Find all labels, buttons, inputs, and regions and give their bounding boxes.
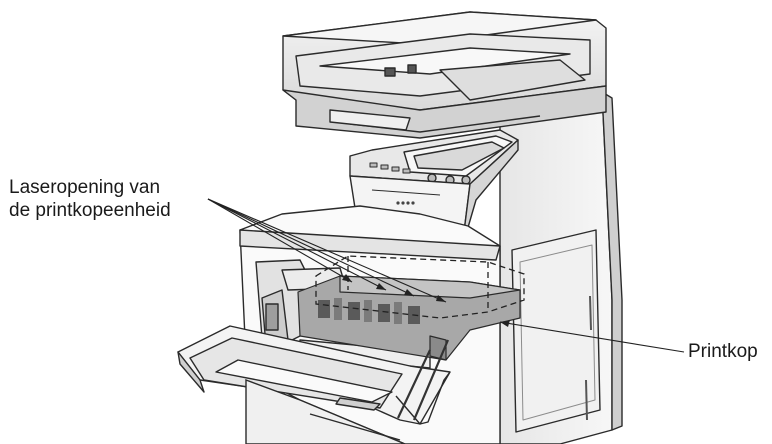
label-laser-opening-line1: Laseropening van — [9, 177, 161, 198]
print-head-unit — [297, 275, 521, 361]
label-laser-opening-line2: de printkopeenheid — [9, 200, 171, 221]
label-print-head: Printkop — [688, 341, 758, 362]
callout-laser-3 — [207, 198, 415, 297]
callout-laser-2 — [207, 198, 387, 291]
document-feeder — [282, 11, 607, 139]
lower-cabinet — [245, 378, 406, 444]
print-head-dashed-outline — [315, 255, 525, 319]
callout-arrowheads — [342, 274, 510, 327]
callout-laser-1 — [207, 198, 353, 283]
callout-printkop — [499, 321, 685, 353]
callout-laser-4 — [207, 198, 447, 303]
front-door — [177, 325, 451, 425]
callout-lines — [207, 198, 685, 353]
